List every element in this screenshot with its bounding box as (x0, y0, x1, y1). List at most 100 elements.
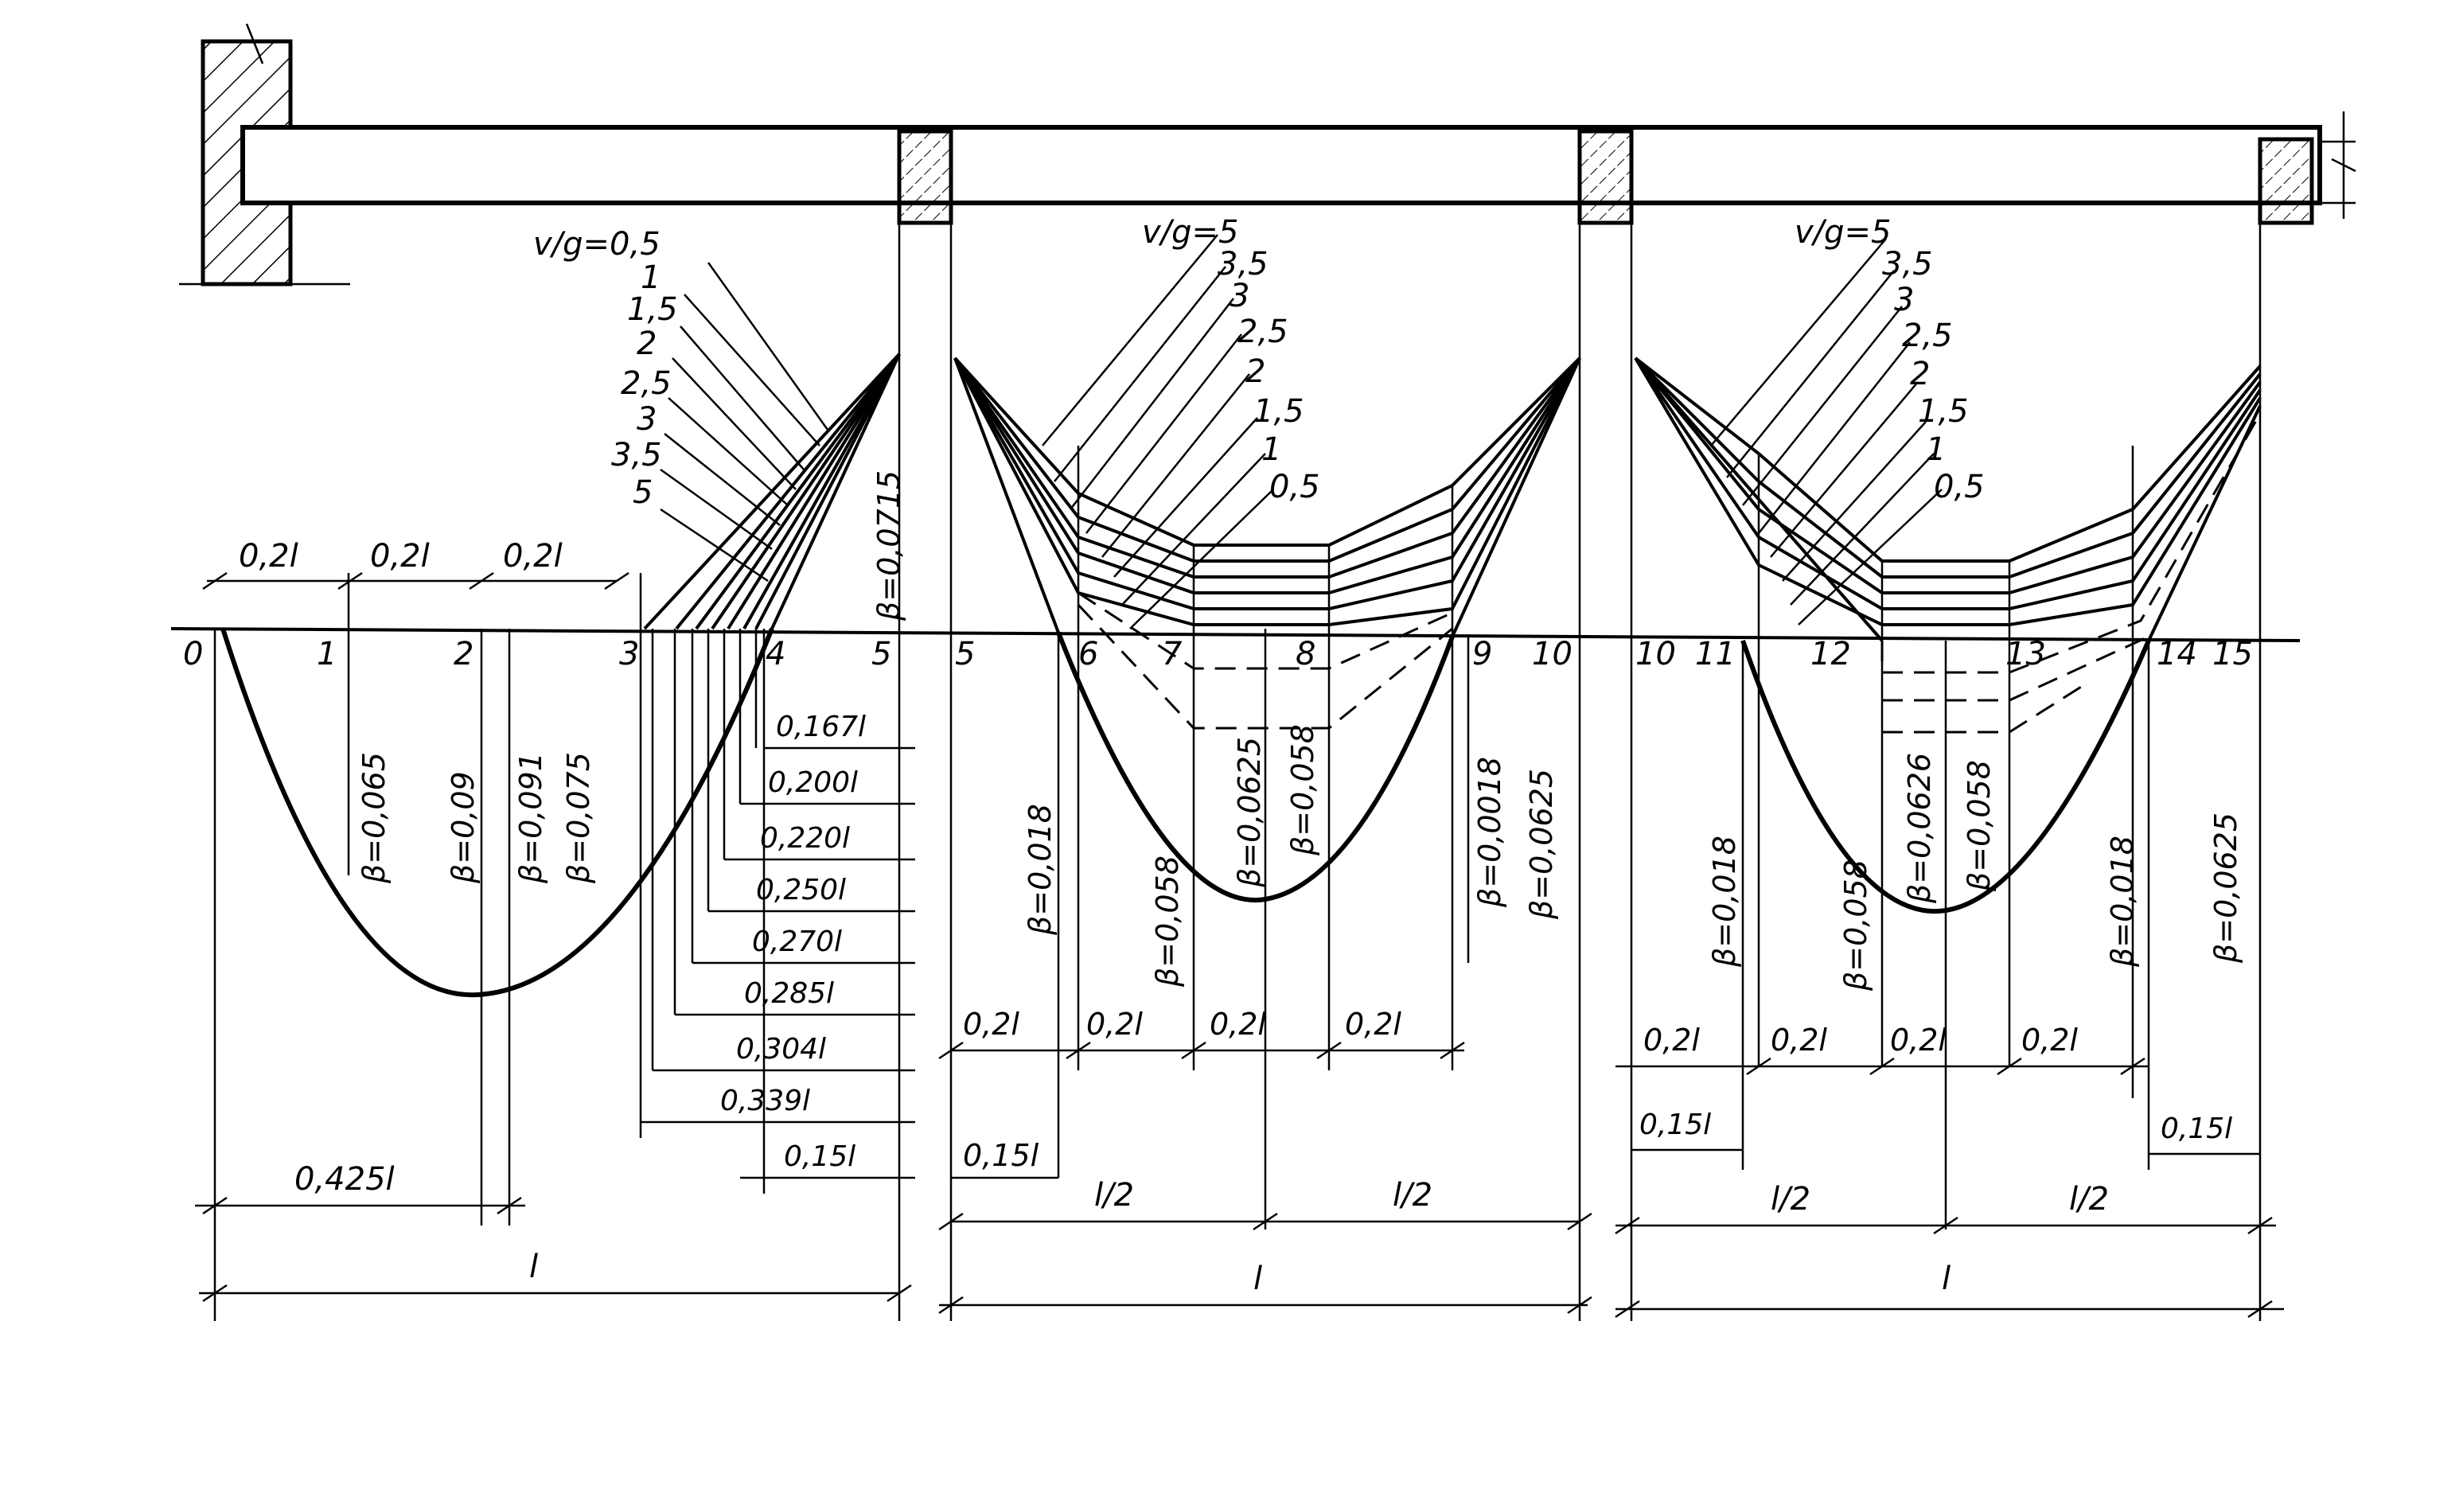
node-6: 6 (1078, 636, 1098, 672)
dim-label: 0,285l (744, 977, 834, 1010)
column-3 (2258, 137, 2314, 225)
ratio-label: 0,5 (1269, 469, 1320, 505)
dimension-ticks (202, 571, 2273, 1319)
dim-label: 0,2l (370, 538, 430, 575)
dim-label: l (529, 1249, 538, 1285)
beta-labels-span1: β=0,065 β=0,09 β=0,091 β=0,075 β=0,0715 (357, 470, 906, 884)
dim-label: 0,339l (720, 1085, 810, 1117)
dim-label: 0,167l (776, 711, 866, 743)
ratio-label: 3 (1230, 278, 1249, 314)
beta-label: β=0,018 (2105, 836, 2140, 968)
beta-label: β=0,0018 (1472, 757, 1507, 908)
dim-label: 0,220l (760, 822, 850, 855)
dim-labels-span1: 0,2l 0,2l 0,2l 0,167l 0,200l 0,220l 0,25… (239, 538, 866, 1285)
ratio-label: 3,5 (611, 437, 662, 473)
beta-label: β=0,058 (1150, 855, 1185, 988)
dim-label: 0,304l (736, 1033, 826, 1066)
ratio-labels-span3: v/g=5 3,5 3 2,5 2 1,5 1 0,5 (1795, 214, 1985, 505)
beta-label: β=0,018 (1023, 804, 1058, 936)
beta-label: β=0,058 (1838, 859, 1873, 992)
dim-label: 0,2l (239, 538, 298, 575)
ratio-label: 1 (1261, 431, 1281, 468)
beta-label: β=0,091 (513, 752, 548, 884)
ratio-labels-span1: v/g=0,5 1 1,5 2 2,5 3 3,5 5 (533, 226, 678, 511)
ratio-label: 1 (1926, 431, 1946, 468)
ratio-label: 3 (637, 401, 657, 438)
node-11: 11 (1695, 636, 1736, 672)
beta-label: β=0,058 (1962, 760, 1997, 892)
beta-label: β=0,075 (561, 752, 596, 884)
dim-label: l (1253, 1261, 1262, 1297)
ratio-label: 2,5 (621, 365, 672, 402)
ratio-label: 1,5 (1918, 393, 1969, 430)
ratio-label: v/g=5 (1795, 214, 1892, 251)
beta-labels-span2: β=0,018 β=0,058 β=0,0625 β=0,058 β=0,001… (1023, 724, 1559, 988)
node-2: 2 (454, 636, 474, 672)
beta-label: β=0,065 (357, 752, 392, 884)
ratio-label: 2 (1910, 356, 1930, 392)
dim-label: 0,2l (1210, 1007, 1266, 1042)
node-13: 13 (2005, 636, 2046, 672)
node-4: 4 (766, 636, 785, 672)
ratio-label: 1 (641, 259, 661, 296)
ratio-label: 3,5 (1218, 246, 1269, 283)
ratio-label: 3,5 (1882, 246, 1933, 283)
ratio-label: v/g=0,5 (533, 226, 661, 263)
dim-label: 0,270l (752, 926, 842, 958)
column-1 (897, 129, 953, 225)
dim-label: l/2 (1393, 1177, 1432, 1214)
ratio-labels-span2: v/g=5 3,5 3 2,5 2 1,5 1 0,5 (1142, 214, 1320, 505)
ratio-label: 2 (1245, 353, 1265, 390)
ratio-label: 2,5 (1902, 318, 1953, 354)
node-5b: 5 (955, 636, 975, 672)
dim-label: 0,2l (1643, 1023, 1700, 1058)
dim-label: 0,200l (768, 766, 858, 799)
dim-labels-span2: 0,2l 0,2l 0,2l 0,2l 0,15l l/2 l/2 l (963, 1007, 1432, 1297)
node-15: 15 (2212, 636, 2253, 672)
span1-positive-curve (220, 627, 774, 998)
beta-label: β=0,058 (1285, 724, 1320, 856)
dim-label: 0,15l (1639, 1109, 1711, 1141)
beta-label: β=0,0625 (1524, 769, 1559, 920)
node-10a: 10 (1532, 636, 1573, 672)
beta-label: β=0,0625 (2208, 813, 2243, 964)
dim-label: 0,15l (2161, 1113, 2232, 1145)
node-3: 3 (619, 636, 639, 672)
node-labels: 0 1 2 3 4 5 5 6 7 8 9 10 10 11 12 13 14 … (183, 636, 2253, 672)
node-10b: 10 (1635, 636, 1676, 672)
ratio-label: 3 (1894, 282, 1914, 318)
node-12: 12 (1810, 636, 1851, 672)
node-5a: 5 (871, 636, 891, 672)
ratio-label: 0,5 (1934, 469, 1985, 505)
dim-label: 0,250l (756, 874, 846, 906)
dim-labels-span3: 0,2l 0,2l 0,2l 0,2l 0,15l 0,15l l/2 l/2 … (1639, 1023, 2232, 1297)
column-2 (1577, 129, 1634, 225)
beta-label: β=0,0626 (1902, 753, 1937, 904)
beta-label: β=0,09 (446, 771, 481, 884)
beta-label: β=0,0715 (871, 470, 906, 622)
dim-label: 0,15l (963, 1138, 1039, 1173)
ratio-label: 1,5 (627, 291, 678, 328)
baseline (170, 627, 2301, 642)
span-1 (195, 262, 915, 1321)
dim-label: 0,2l (1890, 1023, 1947, 1058)
node-1: 1 (317, 636, 337, 672)
dim-label: 0,425l (294, 1161, 395, 1198)
dim-label: 0,15l (784, 1140, 855, 1173)
dim-label: 0,2l (1345, 1007, 1401, 1042)
dim-label: 0,2l (1086, 1007, 1143, 1042)
beta-label: β=0,0625 (1232, 737, 1267, 888)
dim-label: l/2 (1771, 1181, 1810, 1218)
node-9: 9 (1472, 636, 1492, 672)
node-7: 7 (1162, 636, 1183, 672)
dim-label: 0,2l (2021, 1023, 2078, 1058)
dim-label: 0,2l (503, 538, 563, 575)
dim-label: l/2 (2069, 1181, 2109, 1218)
node-0: 0 (183, 636, 203, 672)
ratio-label: 2 (637, 325, 657, 362)
structure (179, 23, 2356, 1321)
span3-positive-curve (1740, 639, 2151, 914)
beta-labels-span3: β=0,018 β=0,058 β=0,0626 β=0,058 β=0,018… (1707, 753, 2243, 992)
